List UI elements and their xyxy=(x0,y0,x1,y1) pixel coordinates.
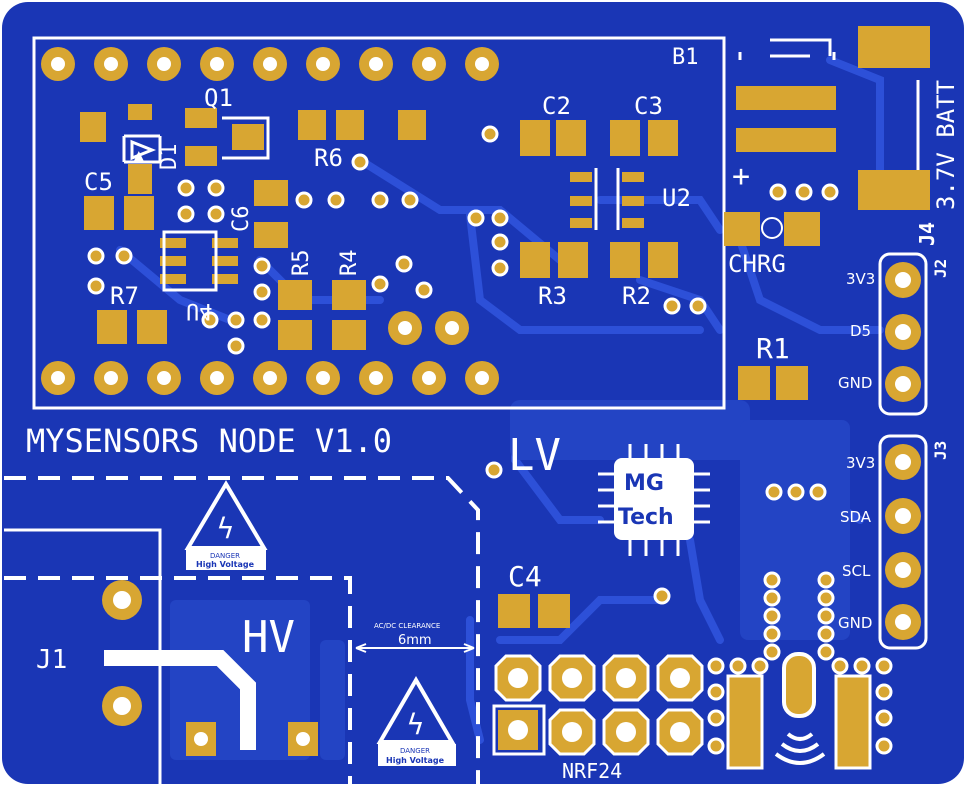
r3-label: R3 xyxy=(538,282,567,310)
d1-label: D1 xyxy=(157,144,182,171)
j2-pins xyxy=(885,262,921,402)
b1-bottom-header xyxy=(41,311,499,395)
j3-pins xyxy=(885,444,921,640)
battery-plus-mark: + xyxy=(732,159,750,194)
danger-bottom-sub: High Voltage xyxy=(386,756,445,765)
c3-label: C3 xyxy=(634,92,663,120)
nrf24-header xyxy=(492,654,704,756)
hv-zone-boundary xyxy=(4,476,480,786)
j3-pin1-label: 3V3 xyxy=(846,454,875,472)
hv-trace xyxy=(104,650,256,750)
chrg-label: CHRG xyxy=(728,250,786,278)
c2-label: C2 xyxy=(542,92,571,120)
lv-label: LV xyxy=(508,430,561,481)
hv-pads xyxy=(186,722,318,756)
chrg-led-mark xyxy=(761,217,783,239)
j2-outline xyxy=(878,252,928,416)
u4-label: U4 xyxy=(186,298,213,323)
danger-top-sub: High Voltage xyxy=(196,560,255,569)
j2-pin2-label: D5 xyxy=(850,322,871,340)
c6-label: C6 xyxy=(229,206,254,233)
board-title: MYSENSORS NODE V1.0 xyxy=(26,422,392,460)
silk-outlines xyxy=(122,38,920,292)
b1-top-header xyxy=(41,47,499,81)
j2-label: J2 xyxy=(931,259,950,278)
c4-label: C4 xyxy=(508,560,542,593)
battery-label: 3.7V BATT xyxy=(932,80,960,210)
danger-sign-top: ϟ DANGER High Voltage xyxy=(184,480,268,570)
j3-pin2-label: SDA xyxy=(840,508,872,526)
clearance-value: 6mm xyxy=(398,633,432,648)
j4-label: J4 xyxy=(915,222,939,246)
j2-pin3-label: GND xyxy=(838,374,872,392)
battery-pads xyxy=(724,26,930,246)
mgtech-logo: MG Tech xyxy=(598,444,710,556)
j1-label: J1 xyxy=(36,645,67,675)
antenna-module xyxy=(726,652,872,770)
j3-outline xyxy=(878,434,928,650)
hv-inner-outline xyxy=(4,528,162,786)
danger-sign-bottom: ϟ DANGER High Voltage xyxy=(376,676,456,766)
r5-label: R5 xyxy=(289,250,314,277)
d1-cathode-mark: ▲ xyxy=(134,145,144,164)
j2-pin1-label: 3V3 xyxy=(846,270,875,288)
c5-label: C5 xyxy=(84,168,113,196)
danger-bottom-title: DANGER xyxy=(400,747,430,755)
antenna-vias xyxy=(707,571,893,755)
r7-label: R7 xyxy=(110,282,139,310)
logo-line2: Tech xyxy=(618,505,674,530)
j3-pin3-label: SCL xyxy=(842,562,871,580)
j3-label: J3 xyxy=(931,441,950,460)
danger-top-title: DANGER xyxy=(210,552,240,560)
hv-label: HV xyxy=(242,612,295,663)
nrf24-label: NRF24 xyxy=(562,759,622,783)
clearance-title: AC/DC CLEARANCE xyxy=(374,622,440,630)
danger-bolt-icon: ϟ xyxy=(217,512,234,545)
r1-pads xyxy=(738,366,808,400)
b1-label: B1 xyxy=(672,45,699,70)
r1-label: R1 xyxy=(756,332,790,365)
c4-pads xyxy=(498,594,570,628)
smd-pads xyxy=(80,104,678,350)
r2-label: R2 xyxy=(622,282,651,310)
danger-bolt-icon: ϟ xyxy=(407,708,424,741)
j3-pin4-label: GND xyxy=(838,614,872,632)
u2-label: U2 xyxy=(662,184,691,212)
r4-label: R4 xyxy=(337,250,362,277)
r6-label: R6 xyxy=(314,144,343,172)
logo-line1: MG xyxy=(624,471,664,496)
q1-label: Q1 xyxy=(204,84,233,112)
clearance-dimension-line xyxy=(355,643,475,653)
vias xyxy=(87,125,839,605)
j1-pins xyxy=(102,580,142,726)
